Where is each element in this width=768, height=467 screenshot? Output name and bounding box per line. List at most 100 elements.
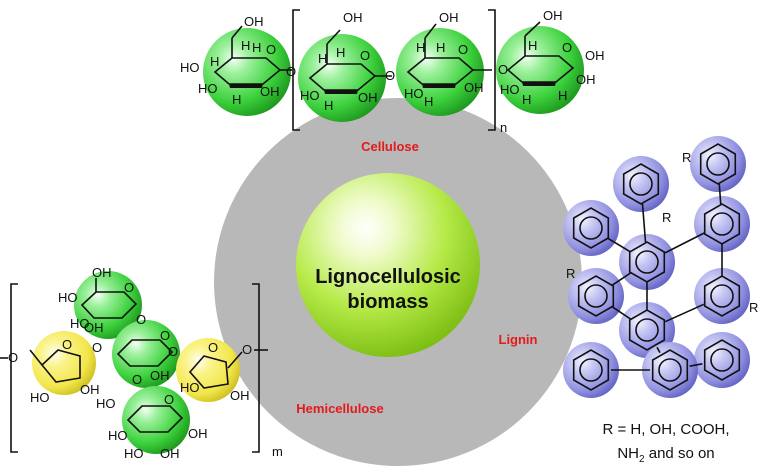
c1-h-bottom: H bbox=[232, 92, 241, 107]
h-o-top: O bbox=[124, 280, 134, 295]
r-def-suffix: and so on bbox=[645, 445, 715, 462]
c4-h-bottom: H bbox=[522, 92, 531, 107]
c3-oh-top: OH bbox=[439, 10, 459, 25]
lignin-aromatic-circle-2 bbox=[629, 172, 653, 196]
lignin-sphere-6 bbox=[568, 268, 624, 324]
cellulose-sphere-2 bbox=[298, 34, 386, 122]
c4-ho-bottom: HO bbox=[500, 82, 520, 97]
lignin-r-2: R bbox=[662, 210, 671, 225]
lignin-bond-1 bbox=[718, 183, 722, 205]
cellulose-bracket-left bbox=[292, 9, 300, 131]
h-oh-2: OH bbox=[84, 320, 104, 335]
h-ho-2: HO bbox=[70, 316, 90, 331]
lignin-sphere-3 bbox=[563, 200, 619, 256]
h-o-left: O bbox=[8, 350, 18, 365]
lignin-bond-9 bbox=[656, 346, 661, 354]
lignin-aromatic-circle-3 bbox=[579, 216, 603, 240]
c1-h-1: H bbox=[241, 38, 250, 53]
cellulose-ring-3: OH H H HO H OH O bbox=[404, 10, 492, 109]
c2-h-bottom: H bbox=[324, 98, 333, 113]
h-oh-3: OH bbox=[80, 382, 100, 397]
c3-o-ring: O bbox=[458, 42, 468, 57]
lignin-sphere-11 bbox=[563, 342, 619, 398]
hemicellulose-structure: OH HO HO OH O O O O HO OH O O OH O O O H… bbox=[0, 265, 283, 461]
lignin-sphere-2 bbox=[613, 156, 669, 212]
lignin-bond-8 bbox=[664, 303, 705, 323]
h-o-mid: O bbox=[160, 328, 170, 343]
hemi-sphere-green-top bbox=[74, 271, 142, 339]
h-o-link-4: O bbox=[132, 372, 142, 387]
lignin-aromatic-circle-10 bbox=[658, 358, 682, 382]
h-ho-4: HO bbox=[180, 380, 200, 395]
lignin-aromatic-circle-6 bbox=[584, 284, 608, 308]
c3-ho-bottom: HO bbox=[404, 86, 424, 101]
c3-h-2: H bbox=[436, 40, 445, 55]
r-definition-line1: R = H, OH, COOH, bbox=[602, 421, 729, 438]
lignin-benzene-ring-3 bbox=[572, 207, 610, 249]
c1-o-ring: O bbox=[266, 42, 276, 57]
lignin-bond-4 bbox=[664, 232, 705, 254]
center-label-line1: Lignocellulosic bbox=[315, 266, 461, 288]
h-ho-5: HO bbox=[96, 396, 116, 411]
lignin-bond-5 bbox=[612, 272, 631, 286]
h-o-link-1: O bbox=[136, 312, 146, 327]
lignin-structure: R R R R R = H, OH, COOH, NH2 and so on bbox=[563, 136, 758, 465]
c2-oh-top: OH bbox=[343, 10, 363, 25]
c1-oh-top: OH bbox=[244, 14, 264, 29]
lignin-bond-10 bbox=[689, 363, 703, 367]
c1-h-left: H bbox=[210, 54, 219, 69]
hemicellulose-label: Hemicellulose bbox=[296, 401, 383, 416]
lignin-aromatic-circle-9 bbox=[710, 348, 734, 372]
c1-h-2: H bbox=[252, 40, 261, 55]
c4-o-ring: O bbox=[562, 40, 572, 55]
h-oh-1: OH bbox=[92, 265, 112, 280]
h-oh-7: OH bbox=[160, 446, 180, 461]
center-label-line2: biomass bbox=[347, 291, 428, 313]
c2-oh-right: OH bbox=[358, 90, 378, 105]
lignin-r-4: R bbox=[749, 300, 758, 315]
h-o-bottom: O bbox=[164, 392, 174, 407]
h-o-furan-l: O bbox=[62, 337, 72, 352]
lignin-sphere-7 bbox=[694, 268, 750, 324]
lignin-benzene-ring-11 bbox=[572, 349, 610, 391]
r-definition-line2: NH2 and so on bbox=[617, 445, 714, 465]
lignin-sphere-10 bbox=[642, 342, 698, 398]
lignin-benzene-ring-6 bbox=[577, 275, 615, 317]
c4-h-1: H bbox=[528, 38, 537, 53]
lignin-benzene-ring-10 bbox=[651, 349, 689, 391]
h-ho-3: HO bbox=[30, 390, 50, 405]
c1-o-link: O bbox=[286, 64, 296, 79]
lignin-bond-2 bbox=[641, 203, 647, 243]
h-o-link-3: O bbox=[168, 344, 178, 359]
c2-o-link: O bbox=[385, 68, 395, 83]
h-oh-6: OH bbox=[188, 426, 208, 441]
hemi-bracket-left bbox=[10, 283, 18, 453]
c2-h-left: H bbox=[318, 51, 327, 66]
lignin-bond-7 bbox=[612, 306, 631, 320]
h-o-right: O bbox=[242, 342, 252, 357]
hemi-sphere-yellow-left bbox=[32, 331, 96, 395]
c4-oh-right-2: OH bbox=[576, 72, 596, 87]
r-def-nh: NH bbox=[617, 445, 639, 462]
h-o-furan-r: O bbox=[208, 340, 218, 355]
hemi-sphere-yellow-right bbox=[176, 338, 240, 402]
cellulose-sphere-1 bbox=[203, 28, 291, 116]
c4-oh-right-1: OH bbox=[585, 48, 605, 63]
lignin-aromatic-circle-7 bbox=[710, 284, 734, 308]
lignin-label: Lignin bbox=[499, 332, 538, 347]
lignin-sphere-4 bbox=[694, 196, 750, 252]
lignin-benzene-ring-2 bbox=[622, 163, 660, 205]
lignin-r-1: R bbox=[682, 150, 691, 165]
c2-ho-bottom: HO bbox=[300, 88, 320, 103]
c3-oh-right: OH bbox=[464, 80, 484, 95]
lignin-benzene-ring-1 bbox=[699, 143, 737, 185]
lignin-benzene-ring-7 bbox=[703, 275, 741, 317]
h-oh-4: OH bbox=[150, 368, 170, 383]
h-ho-7: HO bbox=[124, 446, 144, 461]
cellulose-repeat-n: n bbox=[500, 120, 507, 135]
cellulose-ring-1: OH H H HO H HO H OH O O bbox=[180, 14, 296, 107]
cellulose-ring-2: OH H H HO H OH O O bbox=[300, 10, 395, 113]
h-oh-5: OH bbox=[230, 388, 250, 403]
c1-oh-right: OH bbox=[260, 84, 280, 99]
